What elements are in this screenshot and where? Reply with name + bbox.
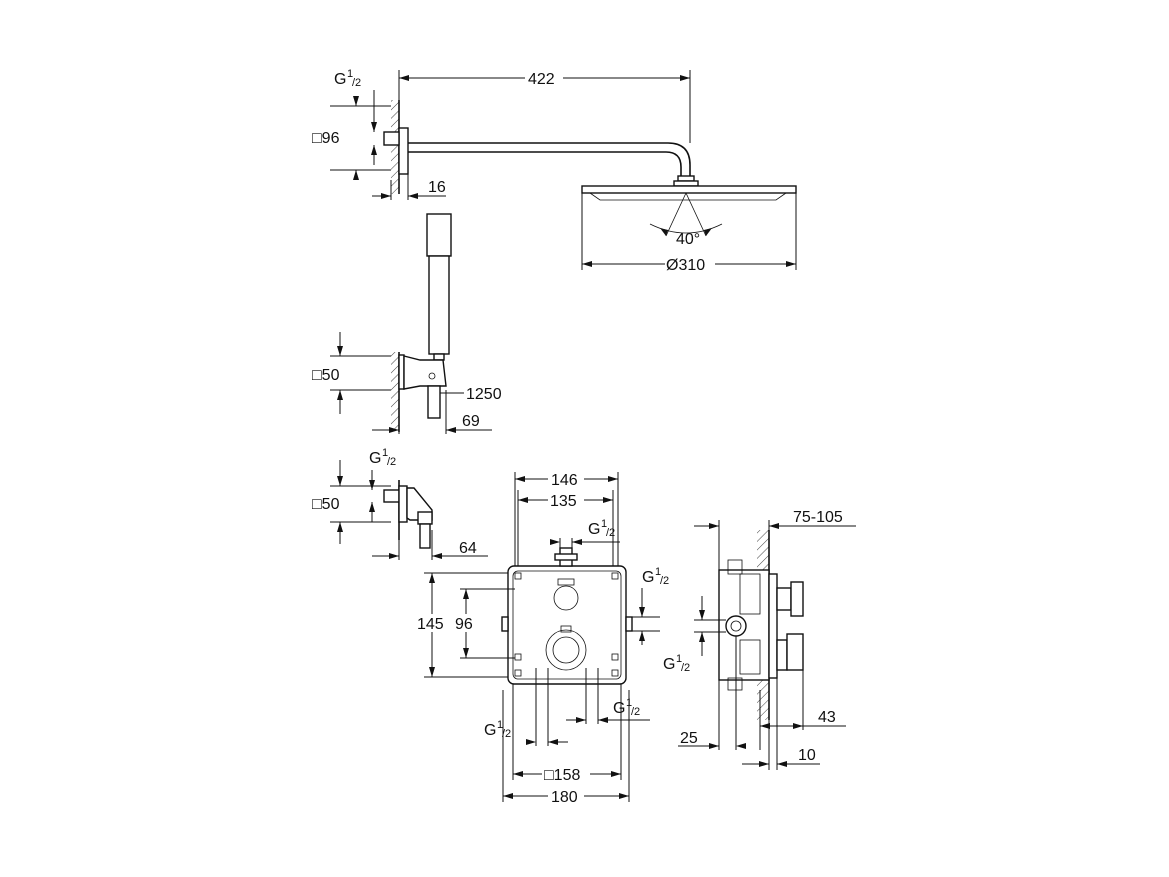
thread-label-top: G [334,71,346,88]
dim-10: 10 [798,747,816,764]
dim-40-degrees: 40° [676,231,700,248]
shower-arm-view: 422 G 1 /2 □96 16 40° Ø310 [312,68,797,274]
svg-text:/2: /2 [660,575,669,587]
thread-label-box-top: G [588,521,600,538]
valve-box-front-view: 146 135 G 1 /2 G 1 /2 145 [416,470,669,806]
svg-text:/2: /2 [502,728,511,740]
svg-text:/2: /2 [387,456,396,468]
dim-422: 422 [528,71,555,88]
dim-158-square: □158 [544,767,580,784]
wall-outlet-view: G 1 /2 □50 64 [312,447,488,560]
dim-diameter-310: Ø310 [666,257,705,274]
dim-69: 69 [462,413,480,430]
thread-label-box-right: G [642,569,654,586]
dim-1250: 1250 [466,386,502,403]
dim-50-square-outlet: □50 [312,496,340,513]
svg-text:/2: /2 [606,527,615,539]
svg-text:/2: /2 [352,77,361,89]
thread-label-outlet: G [369,450,381,467]
dim-146: 146 [551,472,578,489]
dim-25: 25 [680,730,698,747]
thread-label-box-bottom-left: G [484,722,496,739]
dim-16: 16 [428,179,446,196]
svg-text:1: 1 [497,719,503,731]
svg-text:1: 1 [382,447,388,459]
svg-text:1: 1 [676,653,682,665]
hand-shower-view: □50 1250 69 [312,213,502,434]
valve-box-side-view: 75-105 G 1 /2 25 43 10 [663,509,856,770]
thread-label-side: G [663,656,675,673]
dim-75-105: 75-105 [793,509,843,526]
dim-145: 145 [417,616,444,633]
dim-135: 135 [550,493,577,510]
svg-text:1: 1 [655,566,661,578]
dim-96: 96 [455,616,473,633]
svg-text:1: 1 [347,68,353,80]
dim-64: 64 [459,540,477,557]
svg-text:/2: /2 [631,706,640,718]
thread-label-box-bottom-right: G [613,700,625,717]
dim-50-square-hand: □50 [312,367,340,384]
svg-text:/2: /2 [681,662,690,674]
svg-text:1: 1 [601,518,607,530]
dim-43: 43 [818,709,836,726]
dim-180: 180 [551,789,578,806]
dim-96-square: □96 [312,130,340,147]
